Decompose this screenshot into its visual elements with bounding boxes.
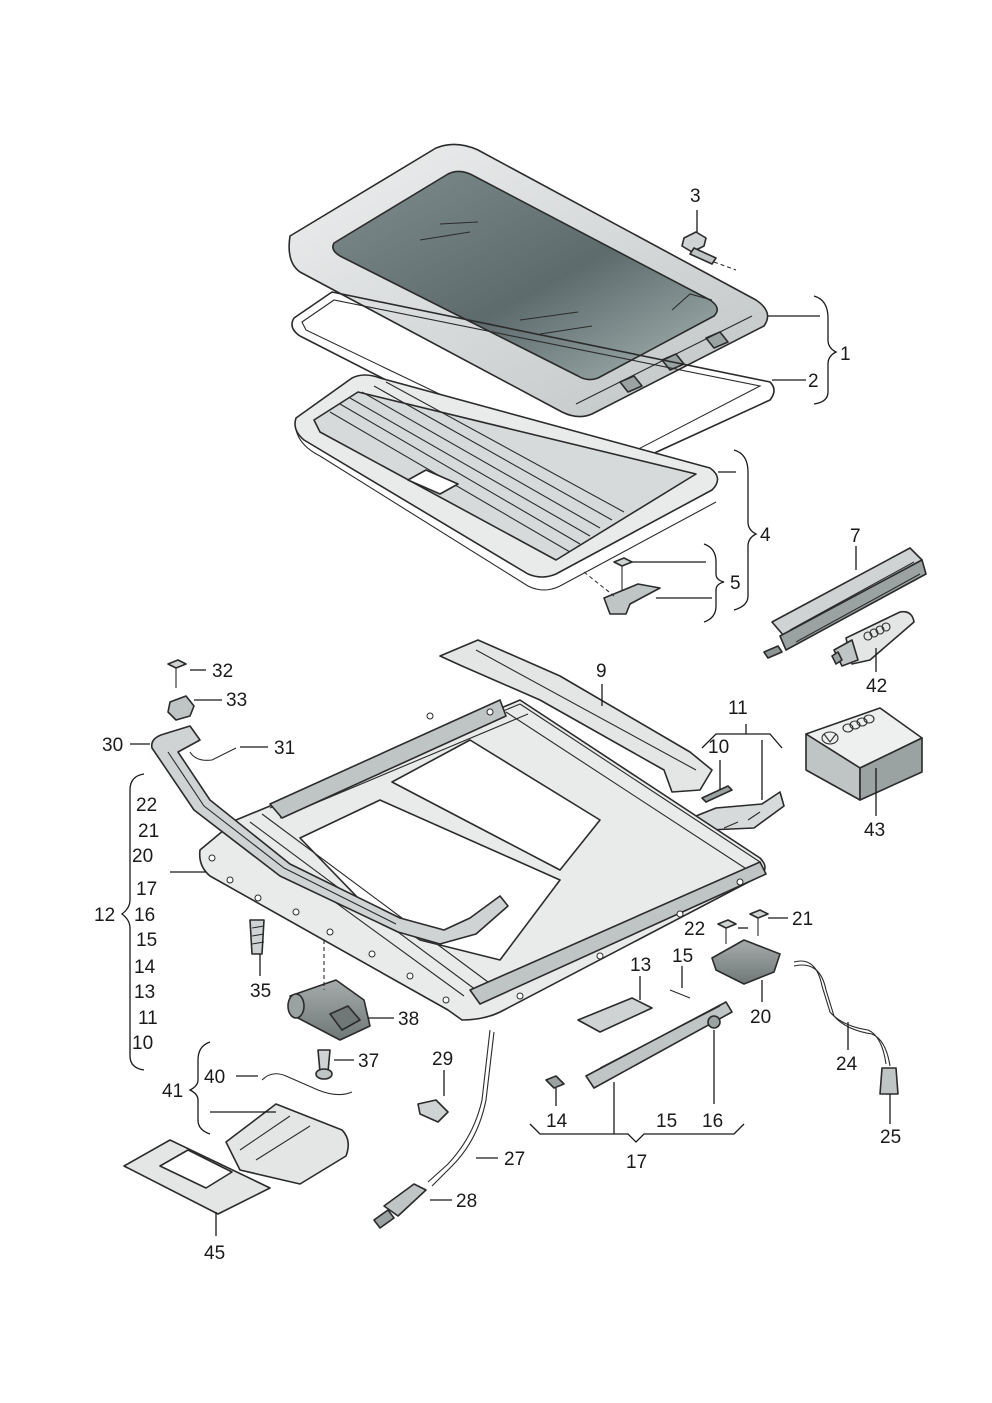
callout-32: 32 <box>212 661 233 682</box>
group12-member: 10 <box>132 1033 153 1054</box>
callout-31: 31 <box>274 738 295 759</box>
group12-member: 13 <box>134 982 155 1003</box>
sunshade-4-part <box>294 374 719 591</box>
callout-15: 15 <box>672 946 693 967</box>
screw-22-part <box>717 919 737 944</box>
grease-box-43-part <box>805 707 923 801</box>
control-unit-20-part <box>711 939 781 985</box>
callout-10: 10 <box>708 737 729 758</box>
guide-rail-7-part <box>763 547 927 659</box>
callout-7: 7 <box>850 526 861 547</box>
vw-emblem-icon <box>821 731 839 745</box>
group12-member: 21 <box>138 821 159 842</box>
group12-member: 15 <box>136 930 157 951</box>
callout-25: 25 <box>880 1127 901 1148</box>
motor-38-part <box>287 940 371 1041</box>
clip-29-part <box>417 1099 449 1123</box>
callout-35: 35 <box>250 981 271 1002</box>
pad-14-part <box>545 1075 565 1089</box>
connector-25-part <box>879 1067 899 1095</box>
group12-member: 20 <box>132 846 153 867</box>
callout-4: 4 <box>760 525 771 546</box>
callout-14: 14 <box>546 1111 568 1132</box>
group12-member: 22 <box>136 795 157 816</box>
screw-35-part <box>249 919 265 955</box>
drain-channel-30-part <box>150 725 509 945</box>
trim-cover-41-part <box>225 1103 350 1185</box>
callout-24: 24 <box>836 1054 858 1075</box>
callout-20: 20 <box>750 1007 771 1028</box>
connector-28-part <box>373 1183 427 1229</box>
callout-27: 27 <box>504 1149 525 1170</box>
callout-45: 45 <box>204 1243 225 1264</box>
plate-13-part <box>577 997 653 1033</box>
callout-43: 43 <box>864 820 885 841</box>
group12-member: 11 <box>138 1008 158 1029</box>
group12-member: 17 <box>136 879 157 900</box>
callout-11: 11 <box>728 698 748 719</box>
callout-1: 1 <box>840 344 851 365</box>
callout-5: 5 <box>730 573 741 594</box>
crossmember-9-part <box>439 639 713 793</box>
spring-15-part <box>669 989 691 999</box>
callout-17: 17 <box>626 1152 647 1173</box>
clip-10-part <box>701 785 733 803</box>
callout-13: 13 <box>630 955 651 976</box>
cap-33-part <box>167 695 195 721</box>
callout-21: 21 <box>792 909 813 930</box>
sunroof-frame-12-part <box>198 699 767 1021</box>
callout-30: 30 <box>102 735 123 756</box>
four-rings-icon <box>863 622 891 641</box>
rail-17-part <box>585 1001 733 1089</box>
screw-3-part <box>681 210 737 271</box>
callout-3: 3 <box>690 186 701 207</box>
callout-37: 37 <box>358 1051 379 1072</box>
cap-16-part <box>707 1015 721 1029</box>
callout-40: 40 <box>204 1067 225 1088</box>
screw-32-part <box>167 659 187 688</box>
bracket-5-part <box>583 557 661 615</box>
callout-9: 9 <box>596 661 607 682</box>
screw-37-part <box>315 1049 333 1080</box>
callout-29: 29 <box>432 1049 453 1070</box>
hose-24-part <box>793 960 891 1067</box>
grease-tube-42-part <box>831 610 915 667</box>
callout-28: 28 <box>456 1191 477 1212</box>
callout-16: 16 <box>702 1111 723 1132</box>
callout-12: 12 <box>94 905 115 926</box>
cable-31-part <box>189 747 237 761</box>
callout-labels: 1 2 3 4 5 7 9 10 11 12 13 14 15 16 17 20… <box>94 186 901 1264</box>
callout-33: 33 <box>226 690 247 711</box>
screw-21-part <box>749 909 769 936</box>
group12-member: 16 <box>134 905 155 926</box>
callout-42: 42 <box>866 676 887 697</box>
hose-27-part <box>427 1029 495 1187</box>
leader-lines <box>120 295 891 1236</box>
group12-member: 14 <box>134 957 156 978</box>
callout-41: 41 <box>162 1081 183 1102</box>
trim-frame-45-part <box>123 1139 271 1215</box>
callout-38: 38 <box>398 1009 419 1030</box>
four-rings-icon <box>842 714 875 733</box>
callout-15-slide: 15 <box>656 1111 677 1132</box>
cable-40-part <box>261 1073 353 1096</box>
callout-22: 22 <box>684 919 705 940</box>
callout-2: 2 <box>808 371 819 392</box>
